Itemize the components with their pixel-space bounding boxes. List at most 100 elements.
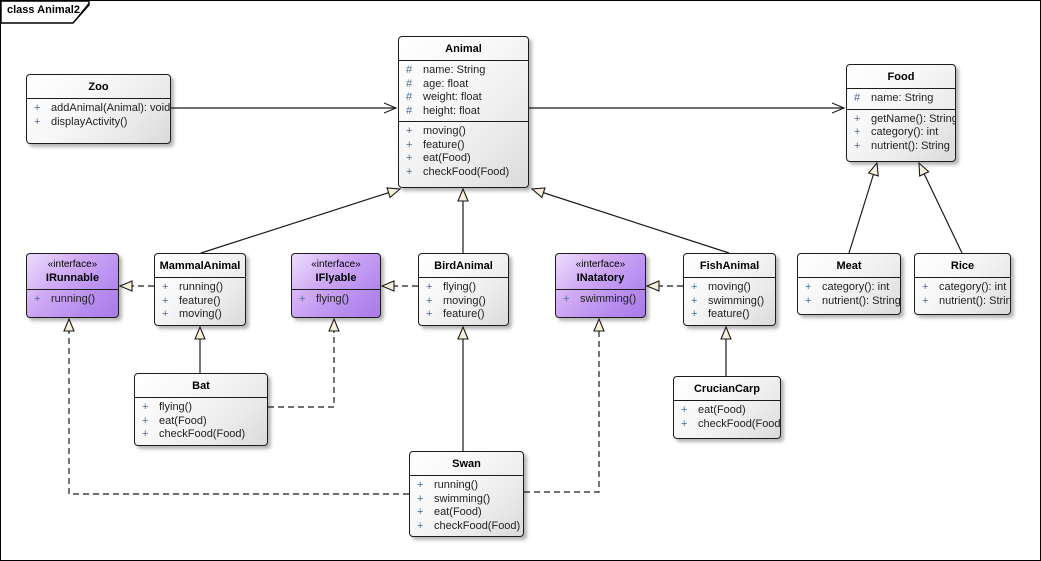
visibility-marker: + bbox=[406, 165, 413, 178]
visibility-marker: + bbox=[691, 308, 698, 320]
visibility-marker: + bbox=[922, 294, 929, 307]
method-row: + category(): int bbox=[798, 281, 900, 295]
method-signature: category(): int bbox=[822, 281, 890, 293]
class-box-fish[interactable]: FishAnimal+moving()+swimming()+feature() bbox=[683, 253, 776, 326]
visibility-marker: + bbox=[854, 112, 861, 125]
methods-section: + moving() + swimming() + feature() bbox=[684, 277, 775, 325]
method-row: +eat(Food) bbox=[410, 506, 523, 520]
visibility-marker: + bbox=[691, 294, 698, 307]
class-name-label: INatatory bbox=[576, 272, 625, 284]
method-signature: moving() bbox=[443, 294, 486, 307]
visibility-marker: + bbox=[563, 293, 570, 305]
method-signature: running() bbox=[51, 293, 96, 305]
method-row: +checkFood(Food) bbox=[135, 428, 267, 442]
method-row: +eat(Food) bbox=[399, 152, 528, 166]
method-signature: eat(Food) bbox=[698, 404, 746, 416]
method-row: + feature() bbox=[684, 308, 775, 322]
method-signature: moving() bbox=[708, 281, 751, 293]
class-name-label: Meat bbox=[836, 260, 862, 272]
stereotype-label: «interface» bbox=[311, 259, 361, 270]
visibility-marker: + bbox=[417, 492, 424, 505]
visibility-marker: + bbox=[854, 139, 861, 152]
class-box-bird[interactable]: BirdAnimal+flying()+moving()+feature() bbox=[418, 253, 509, 326]
visibility-marker: + bbox=[34, 115, 41, 128]
class-name-label: CrucianCarp bbox=[693, 383, 761, 395]
method-signature: checkFood(Food) bbox=[698, 417, 781, 430]
attribute-row: #name: String bbox=[847, 92, 955, 106]
class-box-meat[interactable]: Meat + category(): int +nutrient(): String bbox=[797, 253, 901, 315]
class-box-irunnable[interactable]: «interface»IRunnable+running() bbox=[26, 253, 119, 318]
visibility-marker: + bbox=[142, 401, 149, 413]
frame-tab-shape bbox=[1, 1, 90, 24]
visibility-marker: + bbox=[691, 281, 698, 293]
frame-tab: class Animal2 bbox=[1, 1, 111, 27]
attribute-row: #height: float bbox=[399, 105, 528, 119]
visibility-marker: # bbox=[406, 104, 413, 117]
method-signature: eat(Food) bbox=[159, 414, 207, 427]
method-signature: moving() bbox=[179, 308, 222, 320]
class-box-iflyable[interactable]: «interface»IFlyable+flying() bbox=[291, 253, 381, 318]
class-box-bat[interactable]: Bat+flying()+eat(Food)+checkFood(Food) bbox=[134, 373, 268, 446]
class-box-zoo[interactable]: Zoo + addAnimal(Animal): void +displayActiv… bbox=[26, 74, 171, 144]
attribute-signature: weight: float bbox=[423, 91, 482, 103]
class-name-label: Animal bbox=[445, 43, 482, 55]
visibility-marker: + bbox=[162, 308, 169, 320]
class-box-inatatory[interactable]: «interface» INatatory + swimming() bbox=[555, 253, 646, 318]
method-row: +running() bbox=[410, 479, 523, 493]
methods-section: + swimming() bbox=[556, 289, 645, 310]
method-row: +swimming() bbox=[410, 493, 523, 507]
attribute-row: # weight: float bbox=[399, 91, 528, 105]
method-row: + swimming() bbox=[684, 295, 775, 309]
class-box-swan[interactable]: Swan+running()+swimming()+eat(Food)+chec… bbox=[409, 451, 524, 537]
class-name-label: Food bbox=[887, 71, 915, 83]
method-row: +feature() bbox=[419, 308, 508, 322]
method-signature: flying() bbox=[443, 281, 477, 293]
visibility-marker: + bbox=[681, 404, 688, 416]
method-signature: swimming() bbox=[708, 294, 765, 307]
class-name-label: IFlyable bbox=[315, 272, 357, 284]
stereotype-label: «interface» bbox=[575, 259, 626, 270]
method-signature: eat(Food) bbox=[423, 152, 471, 164]
method-signature: moving() bbox=[423, 125, 466, 137]
method-signature: eat(Food) bbox=[434, 506, 482, 518]
class-box-crucian[interactable]: CrucianCarp + eat(Food)+ checkFood(Food) bbox=[673, 376, 781, 439]
class-box-food[interactable]: Food #name: String + getName(): String + cate… bbox=[846, 64, 956, 162]
method-signature: swimming() bbox=[580, 293, 637, 305]
visibility-marker: + bbox=[854, 126, 861, 138]
method-row: +nutrient(): String bbox=[798, 295, 900, 309]
method-signature: feature() bbox=[708, 308, 750, 320]
attribute-signature: name: String bbox=[871, 92, 934, 104]
class-box-mammal[interactable]: MammalAnimal+running()+feature()+moving(… bbox=[154, 253, 246, 326]
attribute-signature: name: String bbox=[423, 64, 486, 76]
method-row: + moving() bbox=[155, 308, 245, 322]
method-row: +feature() bbox=[155, 295, 245, 309]
method-row: +moving() bbox=[419, 295, 508, 309]
methods-section: +running() bbox=[27, 289, 118, 310]
attribute-row: #name: String bbox=[399, 64, 528, 78]
method-signature: nutrient(): String bbox=[871, 139, 950, 152]
visibility-marker: + bbox=[162, 294, 169, 307]
class-name-label: FishAnimal bbox=[699, 260, 760, 272]
visibility-marker: + bbox=[805, 281, 812, 293]
methods-section: + eat(Food)+ checkFood(Food) bbox=[674, 400, 780, 434]
method-row: + eat(Food) bbox=[674, 404, 780, 418]
diagram-title: class Animal2 bbox=[7, 4, 80, 16]
method-signature: addAnimal(Animal): void bbox=[51, 102, 171, 114]
method-row: + category(): int bbox=[847, 126, 955, 140]
method-signature: category(): int bbox=[871, 126, 939, 138]
method-row: +displayActivity() bbox=[27, 116, 170, 130]
method-signature: checkFood(Food) bbox=[423, 165, 510, 178]
class-box-rice[interactable]: Rice+category(): int+nutrient(): String bbox=[914, 253, 1011, 315]
method-signature: getName(): String bbox=[871, 112, 956, 125]
method-signature: flying() bbox=[316, 293, 350, 305]
class-box-animal[interactable]: Animal#name: String#age: float#weight: f… bbox=[398, 36, 529, 188]
visibility-marker: + bbox=[922, 281, 929, 293]
method-signature: nutrient(): String bbox=[939, 294, 1011, 307]
class-name-label: Swan bbox=[452, 458, 481, 470]
class-name-label: Zoo bbox=[88, 81, 109, 93]
method-row: + checkFood(Food) bbox=[399, 166, 528, 180]
method-signature: running() bbox=[434, 479, 479, 491]
class-name-label: IRunnable bbox=[45, 272, 100, 284]
visibility-marker: # bbox=[406, 91, 413, 103]
